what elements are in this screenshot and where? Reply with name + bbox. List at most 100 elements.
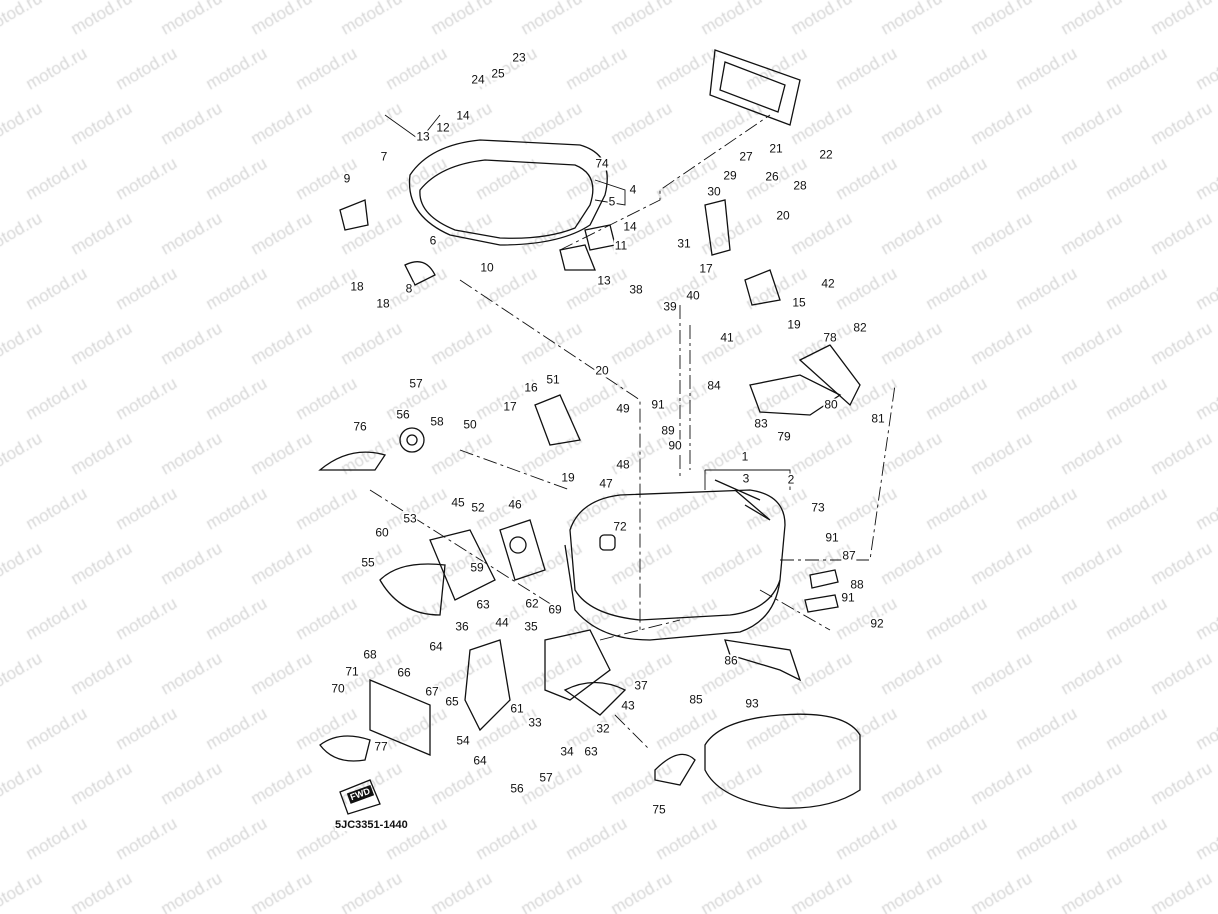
part-label-74: 74 bbox=[594, 156, 610, 171]
part-label-10: 10 bbox=[479, 260, 495, 275]
part-label-75: 75 bbox=[651, 802, 667, 817]
part-label-68: 68 bbox=[362, 647, 378, 662]
part-label-59: 59 bbox=[469, 560, 485, 575]
part-label-22: 22 bbox=[818, 147, 834, 162]
part-label-4: 4 bbox=[628, 182, 638, 197]
part-label-88: 88 bbox=[849, 577, 865, 592]
part-label-40: 40 bbox=[685, 288, 701, 303]
part-label-27: 27 bbox=[738, 149, 754, 164]
part-label-82: 82 bbox=[852, 320, 868, 335]
part-label-53: 53 bbox=[402, 511, 418, 526]
part-label-58: 58 bbox=[429, 414, 445, 429]
leader-lines bbox=[369, 114, 896, 751]
part-label-32: 32 bbox=[595, 721, 611, 736]
part-label-21: 21 bbox=[768, 141, 784, 156]
part-label-19: 19 bbox=[786, 317, 802, 332]
part-label-19: 19 bbox=[560, 470, 576, 485]
part-label-93: 93 bbox=[744, 696, 760, 711]
part-label-20: 20 bbox=[594, 363, 610, 378]
part-label-46: 46 bbox=[507, 497, 523, 512]
part-label-36: 36 bbox=[454, 619, 470, 634]
part-label-28: 28 bbox=[792, 178, 808, 193]
part-label-63: 63 bbox=[583, 744, 599, 759]
part-label-44: 44 bbox=[494, 615, 510, 630]
part-label-1: 1 bbox=[740, 449, 750, 464]
part-label-52: 52 bbox=[470, 500, 486, 515]
part-label-80: 80 bbox=[823, 397, 839, 412]
part-label-41: 41 bbox=[719, 330, 735, 345]
part-label-62: 62 bbox=[524, 596, 540, 611]
part-label-35: 35 bbox=[523, 619, 539, 634]
part-label-37: 37 bbox=[633, 678, 649, 693]
part-label-17: 17 bbox=[502, 399, 518, 414]
part-label-39: 39 bbox=[662, 299, 678, 314]
part-label-64: 64 bbox=[472, 753, 488, 768]
part-label-92: 92 bbox=[869, 616, 885, 631]
part-label-64: 64 bbox=[428, 639, 444, 654]
part-label-86: 86 bbox=[723, 653, 739, 668]
part-label-91: 91 bbox=[824, 530, 840, 545]
part-label-65: 65 bbox=[444, 694, 460, 709]
part-label-5: 5 bbox=[607, 194, 617, 209]
part-label-18: 18 bbox=[375, 296, 391, 311]
part-label-63: 63 bbox=[475, 597, 491, 612]
part-label-83: 83 bbox=[753, 416, 769, 431]
part-label-70: 70 bbox=[330, 681, 346, 696]
part-label-66: 66 bbox=[396, 665, 412, 680]
part-label-60: 60 bbox=[374, 525, 390, 540]
part-label-13: 13 bbox=[596, 273, 612, 288]
fwd-arrow-mark bbox=[339, 779, 381, 815]
part-label-3: 3 bbox=[741, 471, 751, 486]
part-label-29: 29 bbox=[722, 168, 738, 183]
part-label-67: 67 bbox=[424, 684, 440, 699]
part-label-15: 15 bbox=[791, 295, 807, 310]
part-label-72: 72 bbox=[612, 519, 628, 534]
part-label-73: 73 bbox=[810, 500, 826, 515]
part-label-49: 49 bbox=[615, 401, 631, 416]
part-label-89: 89 bbox=[660, 423, 676, 438]
part-label-79: 79 bbox=[776, 429, 792, 444]
part-label-43: 43 bbox=[620, 698, 636, 713]
part-label-76: 76 bbox=[352, 419, 368, 434]
part-label-55: 55 bbox=[360, 555, 376, 570]
part-label-84: 84 bbox=[706, 378, 722, 393]
part-label-11: 11 bbox=[613, 238, 629, 253]
part-label-56: 56 bbox=[509, 781, 525, 796]
part-label-90: 90 bbox=[667, 438, 683, 453]
brackets bbox=[318, 49, 861, 815]
part-label-42: 42 bbox=[820, 276, 836, 291]
part-label-30: 30 bbox=[706, 184, 722, 199]
part-label-57: 57 bbox=[408, 376, 424, 391]
part-label-87: 87 bbox=[841, 548, 857, 563]
part-label-25: 25 bbox=[490, 66, 506, 81]
part-label-51: 51 bbox=[545, 372, 561, 387]
part-label-81: 81 bbox=[870, 411, 886, 426]
part-label-13: 13 bbox=[415, 129, 431, 144]
part-label-20: 20 bbox=[775, 208, 791, 223]
part-label-31: 31 bbox=[676, 236, 692, 251]
part-label-23: 23 bbox=[511, 50, 527, 65]
part-label-56: 56 bbox=[395, 407, 411, 422]
part-label-26: 26 bbox=[764, 169, 780, 184]
part-label-85: 85 bbox=[688, 692, 704, 707]
part-label-8: 8 bbox=[404, 281, 414, 296]
part-label-24: 24 bbox=[470, 72, 486, 87]
part-label-14: 14 bbox=[455, 108, 471, 123]
part-label-34: 34 bbox=[559, 744, 575, 759]
part-label-54: 54 bbox=[455, 733, 471, 748]
part-label-78: 78 bbox=[822, 330, 838, 345]
part-label-71: 71 bbox=[344, 664, 360, 679]
part-label-9: 9 bbox=[342, 171, 352, 186]
part-label-77: 77 bbox=[373, 739, 389, 754]
part-label-57: 57 bbox=[538, 770, 554, 785]
part-label-91: 91 bbox=[840, 590, 856, 605]
lid bbox=[408, 139, 608, 246]
part-label-18: 18 bbox=[349, 279, 365, 294]
part-label-50: 50 bbox=[462, 417, 478, 432]
part-label-45: 45 bbox=[450, 495, 466, 510]
part-label-48: 48 bbox=[615, 457, 631, 472]
part-label-91: 91 bbox=[650, 397, 666, 412]
part-label-17: 17 bbox=[698, 261, 714, 276]
part-label-6: 6 bbox=[428, 233, 438, 248]
